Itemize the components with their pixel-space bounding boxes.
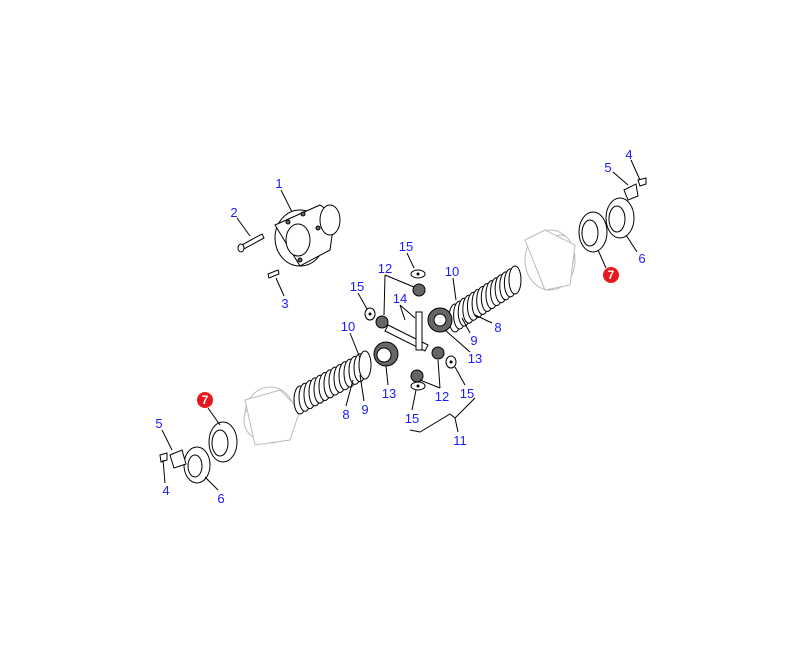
callout-10[interactable]: 10	[445, 264, 459, 279]
part-side-gear-left[interactable]	[373, 341, 399, 367]
part-bearing-left[interactable]	[183, 421, 238, 484]
callout-2[interactable]: 2	[230, 205, 237, 220]
callout-15[interactable]: 15	[350, 279, 364, 294]
callout-9[interactable]: 9	[361, 402, 368, 417]
part-lock-plate-right[interactable]	[623, 177, 647, 201]
callout-5[interactable]: 5	[155, 416, 162, 431]
part-differential-housing[interactable]	[274, 204, 341, 267]
callout-6[interactable]: 6	[638, 251, 645, 266]
callout-13[interactable]: 13	[382, 386, 396, 401]
part-side-gear-right[interactable]	[427, 307, 453, 333]
part-pin[interactable]	[267, 269, 280, 279]
callout-12[interactable]: 12	[435, 389, 449, 404]
callout-10[interactable]: 10	[341, 319, 355, 334]
callout-8[interactable]: 8	[494, 320, 501, 335]
callout-12[interactable]: 12	[378, 261, 392, 276]
callout-8[interactable]: 8	[342, 407, 349, 422]
part-lock-plate-left[interactable]	[159, 449, 187, 469]
callout-5[interactable]: 5	[604, 160, 611, 175]
part-left-housing[interactable]	[243, 386, 301, 446]
part-cross-shafts[interactable]	[384, 311, 429, 352]
callout-15[interactable]: 15	[399, 239, 413, 254]
callout-15[interactable]: 15	[460, 386, 474, 401]
part-clutch-pack-left[interactable]	[293, 350, 372, 415]
part-clutch-pack-right[interactable]	[448, 265, 522, 333]
part-right-housing[interactable]	[524, 229, 576, 291]
clutch-disc	[358, 350, 372, 380]
svg-text:7: 7	[608, 268, 615, 282]
callout-7-highlight[interactable]: 7	[603, 267, 619, 283]
part-bearing-right[interactable]	[578, 197, 635, 253]
svg-text:7: 7	[202, 393, 209, 407]
callout-9[interactable]: 9	[470, 333, 477, 348]
callout-4[interactable]: 4	[162, 483, 169, 498]
callout-14[interactable]: 14	[393, 291, 407, 306]
callout-11[interactable]: 11	[453, 433, 467, 448]
callout-6[interactable]: 6	[217, 491, 224, 506]
callout-7-highlight[interactable]: 7	[197, 392, 213, 408]
callout-15[interactable]: 15	[405, 411, 419, 426]
part-bolt[interactable]	[237, 233, 265, 253]
callout-13[interactable]: 13	[468, 351, 482, 366]
callout-3[interactable]: 3	[281, 296, 288, 311]
clutch-disc	[508, 265, 522, 295]
callout-4[interactable]: 4	[625, 147, 632, 162]
part-pinion-gears[interactable]	[375, 283, 445, 383]
callout-1[interactable]: 1	[275, 176, 282, 191]
callouts: 1 2 3 4 5 6 7 15 12 14 15 10 8 9 13 10 1…	[155, 147, 645, 506]
part-thrust-washers[interactable]	[364, 269, 457, 391]
leader-lines	[161, 159, 641, 491]
